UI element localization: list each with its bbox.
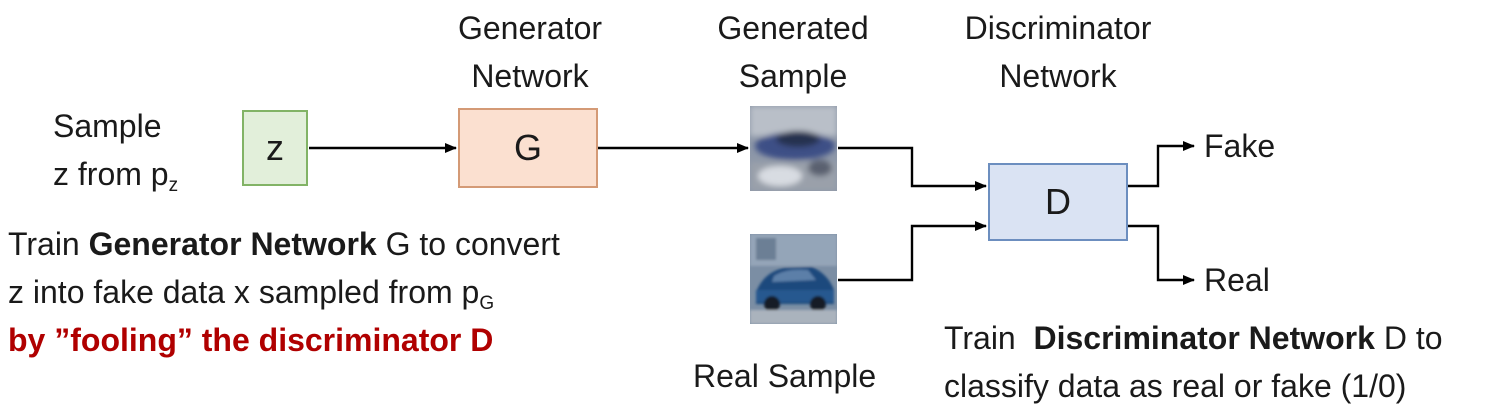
z-box: z bbox=[242, 110, 308, 186]
generator-network-label: Generator Network bbox=[457, 10, 603, 94]
generated-sample-image bbox=[750, 106, 837, 191]
discriminator-network-label: Discriminator Network bbox=[964, 10, 1152, 94]
arrow-d-to-real bbox=[1128, 224, 1195, 285]
arrow-real-to-d bbox=[838, 221, 987, 282]
arrow-generated-to-d bbox=[838, 146, 987, 191]
discriminator-caption: Train Discriminator Network D to classif… bbox=[944, 320, 1443, 404]
real-output-label: Real bbox=[1204, 262, 1270, 298]
real-sample-image bbox=[750, 234, 837, 324]
generated-sample-label: Generated Sample bbox=[717, 10, 869, 94]
real-sample-label: Real Sample bbox=[693, 358, 877, 394]
sample-z-label: Sample z from pz bbox=[53, 108, 179, 196]
generator-caption: Train Generator Network G to convert z i… bbox=[8, 220, 560, 364]
fake-output-label: Fake bbox=[1204, 128, 1276, 164]
discriminator-box: D bbox=[988, 163, 1128, 241]
generator-box: G bbox=[458, 108, 598, 188]
arrow-d-to-fake bbox=[1128, 141, 1195, 188]
fooling-caption: by ”fooling” the discriminator D bbox=[8, 322, 494, 358]
